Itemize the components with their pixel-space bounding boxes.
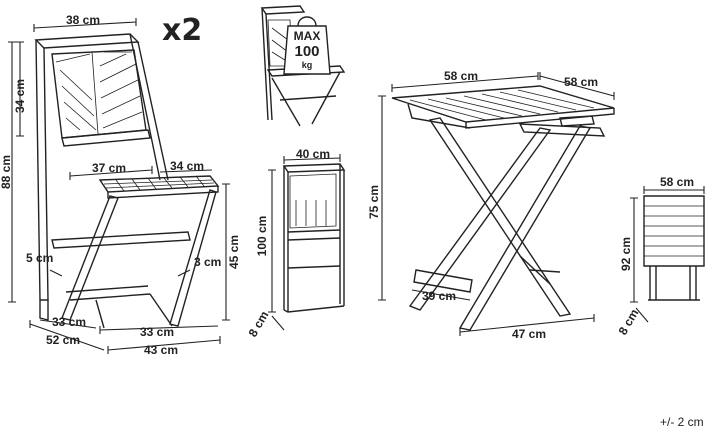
table-dimension-lines (378, 72, 615, 336)
chair-drawing (34, 33, 220, 329)
tolerance-note: +/- 2 cm (660, 415, 704, 429)
weight-badge-line3: kg (302, 60, 313, 70)
table-top-depth-label: 58 cm (564, 75, 598, 89)
table-inner-span-label: 39 cm (422, 289, 456, 303)
folded-chair-thickness-label: 8 cm (246, 309, 272, 340)
table-top-edge (465, 108, 615, 129)
folded-table-height-label: 92 cm (619, 237, 633, 271)
folded-table-dimension-lines (630, 186, 705, 323)
table-drawing (391, 85, 615, 331)
chair-back-panel (51, 49, 147, 139)
weight-chair-drawing (260, 5, 346, 127)
folded-table-width-label: 58 cm (660, 175, 694, 189)
folded-table-thickness-label: 8 cm (616, 307, 642, 338)
table-apron-left (407, 103, 471, 129)
table-foot-rail (413, 269, 473, 293)
folded-chair-height-label: 100 cm (255, 216, 269, 257)
chair-front-leg-left (61, 195, 119, 321)
table-height-label: 75 cm (367, 185, 381, 219)
folded-chair-drawing (282, 163, 346, 313)
chair-seat-height-label: 45 cm (227, 235, 241, 269)
chair-foot-rail (65, 285, 151, 301)
table-base-width-label: 47 cm (512, 327, 546, 341)
chair-leg-offset-left-label: 5 cm (26, 251, 53, 265)
chair-leg-offset-right-label: 3 cm (194, 255, 221, 269)
chair-seat (98, 175, 220, 199)
chair-inner-depth-label: 33 cm (52, 315, 86, 329)
folded-chair-width-label: 40 cm (296, 147, 330, 161)
chair-back-width-label: 38 cm (66, 13, 100, 27)
table-leg-b (408, 127, 552, 311)
quantity-label: x2 (162, 13, 202, 48)
table-leg-a (428, 117, 572, 317)
chair-footprint-depth-label: 52 cm (46, 333, 80, 347)
table-top-width-label: 58 cm (444, 69, 478, 83)
chair-rear-leg-right (129, 33, 169, 181)
chair-inner-width-label: 33 cm (140, 325, 174, 339)
chair-stretcher (51, 231, 191, 249)
table-cross-rail (518, 123, 606, 137)
folded-table-drawing (643, 195, 705, 301)
folded-chair-dimension-lines (268, 154, 341, 331)
weight-badge-line2: 100 (294, 43, 319, 60)
weight-badge: MAX 100 kg (283, 16, 331, 75)
chair-total-height-label: 88 cm (0, 155, 13, 189)
chair-front-leg-right (169, 189, 217, 327)
chair-footprint-width-label: 43 cm (144, 343, 178, 357)
chair-back-height-label: 34 cm (13, 79, 27, 113)
chair-lower-legs (95, 293, 173, 329)
chair-rear-foot (39, 299, 49, 321)
weight-badge-line1: MAX (294, 29, 321, 43)
chair-seat-depth-label: 34 cm (170, 159, 204, 173)
chair-dimension-lines (8, 18, 230, 354)
chair-lower-back-rail (61, 129, 151, 147)
chair-top-rail (34, 33, 140, 49)
chair-rear-leg-left (35, 39, 49, 301)
table-slats (409, 89, 595, 121)
table-lower-rail (519, 255, 561, 285)
chair-seat-width-label: 37 cm (92, 161, 126, 175)
table-apron-right (559, 115, 595, 127)
